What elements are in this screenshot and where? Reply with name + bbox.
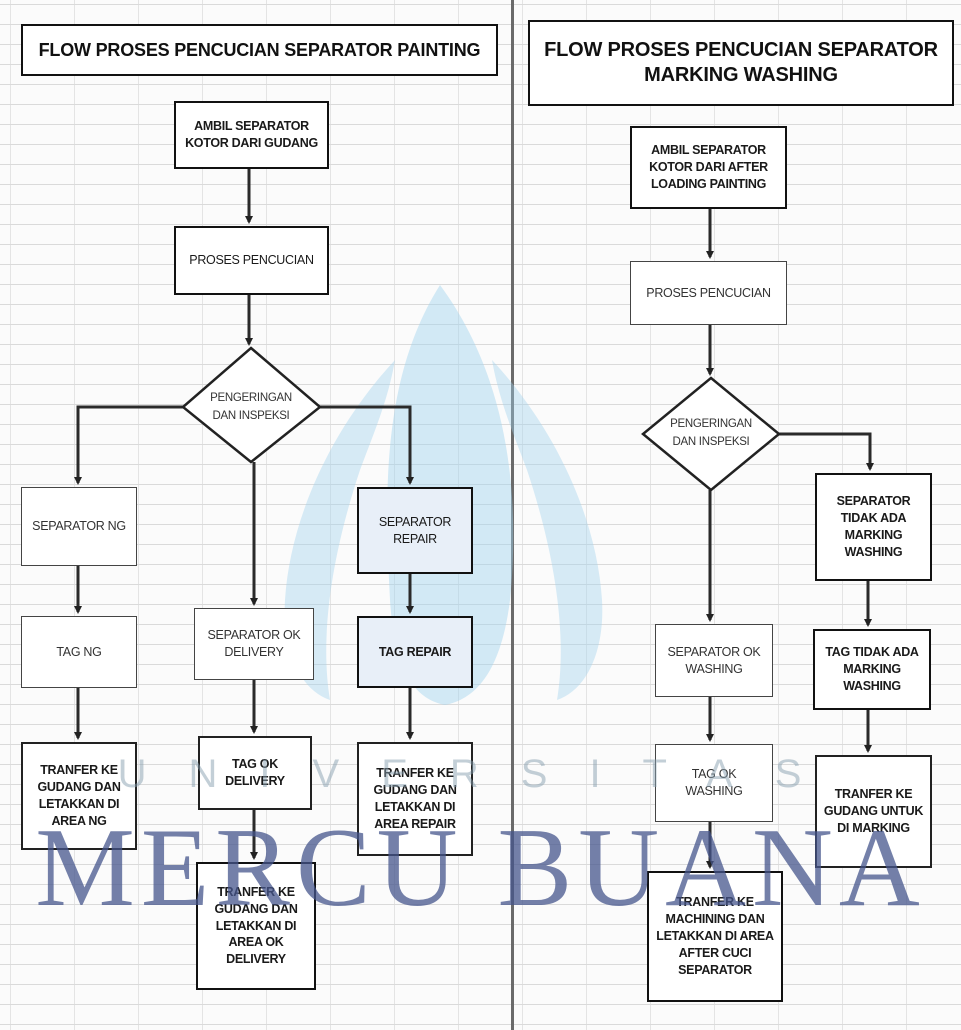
connector — [74, 405, 183, 485]
left-flow-title: FLOW PROSES PENCUCIAN SEPARATOR PAINTING — [21, 24, 498, 76]
transfer-area-ng: TRANFER KE GUDANG DAN LETAKKAN DI AREA N… — [21, 742, 137, 850]
panel-divider — [511, 0, 514, 1030]
right-flow-title: FLOW PROSES PENCUCIAN SEPARATOR MARKING … — [528, 20, 954, 106]
branch-separator-repair: SEPARATOR REPAIR — [357, 487, 473, 574]
branch-tidak-ada-marking: SEPARATOR TIDAK ADA MARKING WASHING — [815, 473, 932, 581]
tag-repair: TAG REPAIR — [357, 616, 473, 688]
decision-label: PENGERINGAN DAN INSPEKSI — [210, 392, 292, 422]
connector — [320, 405, 414, 485]
transfer-gudang-marking: TRANFER KE GUDANG UNTUK DI MARKING — [815, 755, 932, 868]
step-proses-pencucian-right: PROSES PENCUCIAN — [630, 261, 787, 325]
transfer-area-ok-delivery: TRANFER KE GUDANG DAN LETAKKAN DI AREA O… — [196, 862, 316, 990]
branch-separator-ok-washing: SEPARATOR OK WASHING — [655, 624, 773, 697]
branch-separator-ng: SEPARATOR NG — [21, 487, 137, 566]
transfer-machining: TRANFER KE MACHINING DAN LETAKKAN DI ARE… — [647, 871, 783, 1002]
step-proses-pencucian: PROSES PENCUCIAN — [174, 226, 329, 295]
watermark-universitas: UNIVERSITAS — [117, 752, 844, 796]
tag-ng: TAG NG — [21, 616, 137, 688]
decision-label-right: PENGERINGAN DAN INSPEKSI — [670, 418, 752, 448]
decision-diamond — [181, 346, 322, 464]
tag-ok-washing: TAG OK WASHING — [655, 744, 773, 822]
decision-diamond — [641, 376, 781, 492]
step-ambil-separator: AMBIL SEPARATOR KOTOR DARI GUDANG — [174, 101, 329, 169]
tag-tidak-ada-marking: TAG TIDAK ADA MARKING WASHING — [813, 629, 931, 710]
tag-ok-delivery: TAG OK DELIVERY — [198, 736, 312, 810]
connector — [779, 432, 874, 471]
step-ambil-separator-right: AMBIL SEPARATOR KOTOR DARI AFTER LOADING… — [630, 126, 787, 209]
watermark-mercu-buana: MERCU BUANA — [35, 806, 926, 930]
transfer-area-repair: TRANFER KE GUDANG DAN LETAKKAN DI AREA R… — [357, 742, 473, 856]
branch-separator-ok-delivery: SEPARATOR OK DELIVERY — [194, 608, 314, 680]
